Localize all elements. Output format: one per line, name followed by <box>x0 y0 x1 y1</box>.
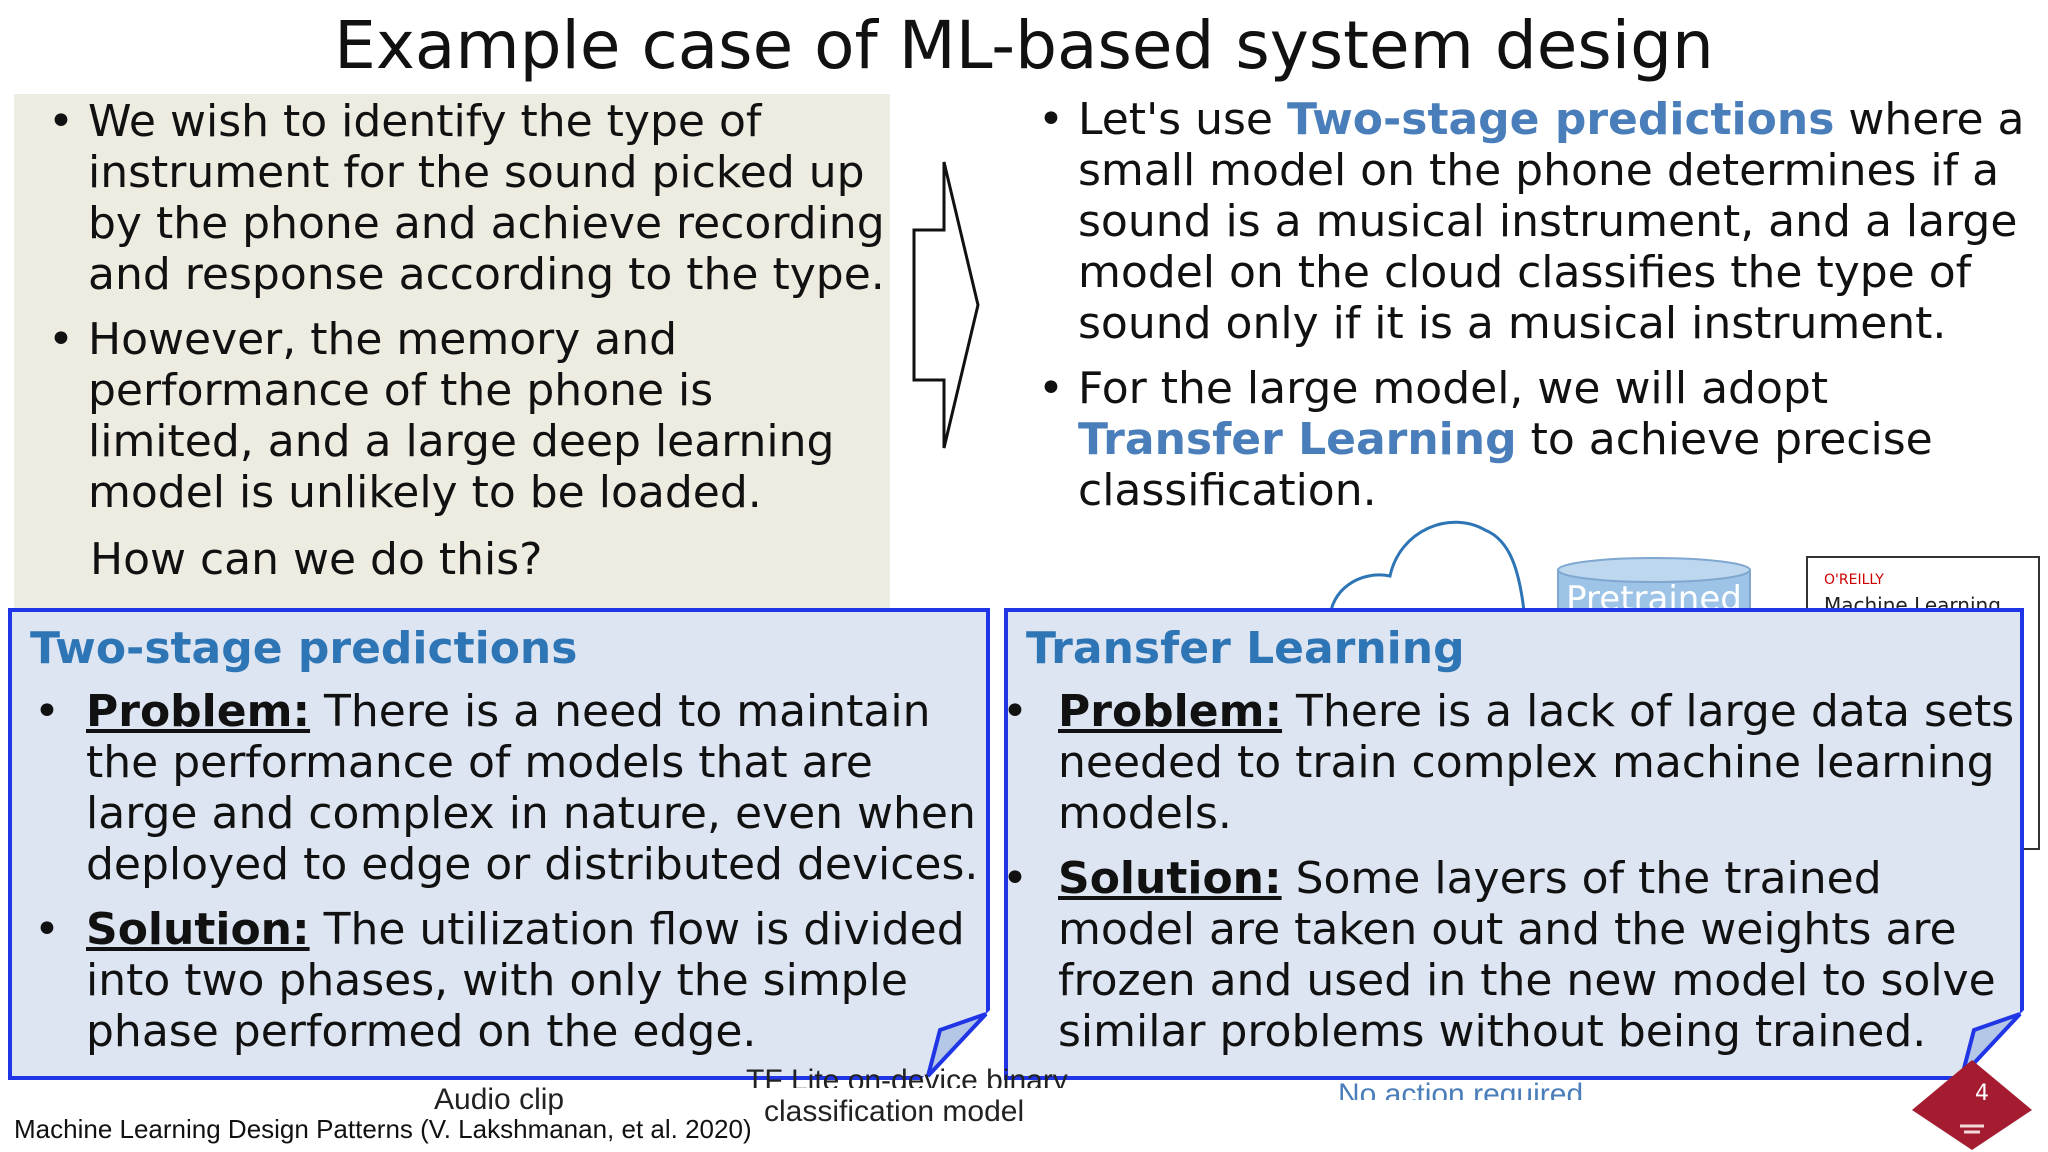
right-panel: Let's use Two-stage predictions where a … <box>1020 94 2030 530</box>
page-badge-icon <box>1912 1060 2032 1150</box>
left-bullet-2: However, the memory and performance of t… <box>30 314 890 518</box>
binary-model-label-line1: TF Lite on-device binary <box>746 1066 1068 1088</box>
slide-title: Example case of ML-based system design <box>334 7 1714 84</box>
question-text: How can we do this? <box>90 534 543 585</box>
two-stage-heading: Two-stage predictions <box>30 623 578 674</box>
book-publisher: O'REILLY <box>1824 572 1884 588</box>
right-bullet-1: Let's use Two-stage predictions where a … <box>1020 94 2030 349</box>
right-bullet-1-after: where a small model on the phone determi… <box>1078 94 2025 349</box>
binary-model-label-line2: classification model <box>764 1095 1025 1128</box>
problem-text: There is a lack of large data sets neede… <box>1058 686 2015 839</box>
book-title: Machine Learning <box>1824 594 2001 608</box>
transfer-heading: Transfer Learning <box>1026 623 1465 674</box>
solution-label: Solution: <box>86 904 310 955</box>
left-panel: We wish to identify the type of instrume… <box>30 96 890 532</box>
solution-text: The utilization flow is divided into two… <box>86 904 965 1057</box>
citation-footer: Machine Learning Design Patterns (V. Lak… <box>14 1114 752 1144</box>
page-number: 4 <box>1975 1081 1989 1106</box>
right-bullet-2-after: to achieve precise classification. <box>1078 414 1933 516</box>
transfer-problem: Problem: There is a lack of large data s… <box>1002 686 2020 839</box>
cloud-icon <box>1328 520 1527 620</box>
problem-label: Problem: <box>1058 686 1283 737</box>
two-stage-callout: Two-stage predictions Problem: There is … <box>8 608 990 1080</box>
left-bullet-1: We wish to identify the type of instrume… <box>30 96 890 300</box>
two-stage-problem: Problem: There is a need to maintain the… <box>12 686 986 890</box>
right-bullet-1-before: Let's use <box>1078 94 1287 145</box>
page-curl-icon <box>920 1010 990 1080</box>
problem-text: There is a need to maintain the performa… <box>86 686 979 890</box>
solution-label: Solution: <box>1058 853 1282 904</box>
no-action-label: No action required <box>1338 1080 1584 1100</box>
right-bullet-2-before: For the large model, we will adopt <box>1078 363 1829 414</box>
audio-clip-label: Audio clip <box>434 1083 565 1116</box>
right-bullet-2: For the large model, we will adopt Trans… <box>1020 363 2030 516</box>
pretrained-label: Pretrained <box>1566 582 1742 612</box>
transfer-solution: Solution: Some layers of the trained mod… <box>1002 853 2020 1057</box>
two-stage-highlight: Two-stage predictions <box>1286 94 1835 145</box>
problem-label: Problem: <box>86 686 311 737</box>
transfer-learning-callout: Transfer Learning Problem: There is a la… <box>1002 608 2024 1080</box>
solution-text: Some layers of the trained model are tak… <box>1058 853 1996 1057</box>
right-arrow-icon <box>912 161 980 449</box>
two-stage-solution: Solution: The utilization flow is divide… <box>12 904 986 1057</box>
transfer-learning-highlight: Transfer Learning <box>1078 414 1517 465</box>
